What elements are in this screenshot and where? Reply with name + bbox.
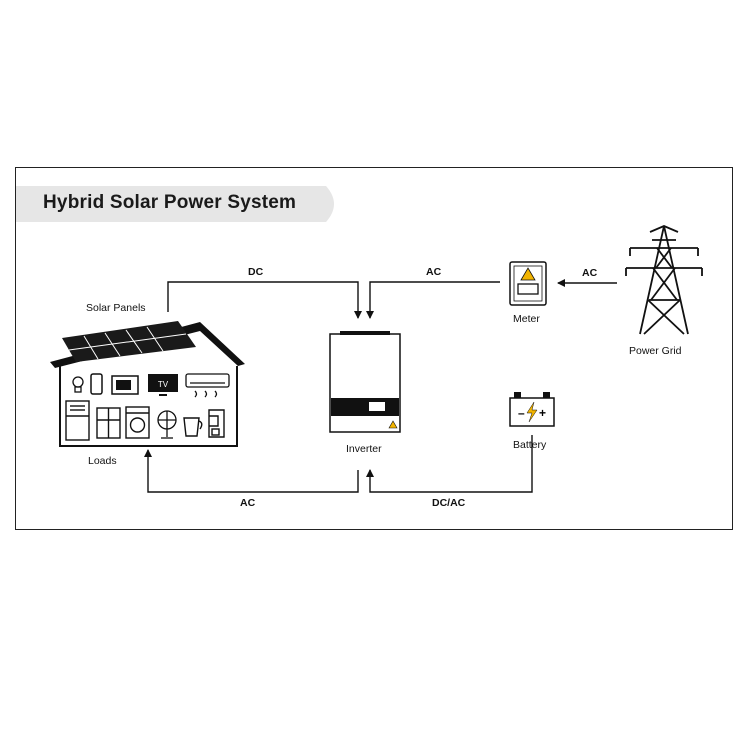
dc-line-solar-to-inverter	[167, 281, 362, 319]
flow-label-dc: DC	[248, 266, 264, 278]
meter-icon	[509, 261, 547, 306]
inverter-icon	[329, 331, 401, 433]
solar-panel-icon	[62, 321, 196, 362]
ac-line-meter-to-inverter	[366, 281, 500, 319]
inverter-label: Inverter	[346, 443, 382, 455]
solar-panels-label: Solar Panels	[86, 302, 146, 314]
power-tower-icon	[625, 225, 703, 335]
diagram-frame	[15, 167, 733, 530]
bulb-icon	[72, 376, 84, 393]
flow-label-ac-loads: AC	[240, 497, 256, 509]
title-banner	[16, 186, 334, 222]
dcac-line-battery-to-inverter	[366, 435, 533, 493]
ac-line-inverter-to-loads	[144, 449, 359, 493]
power-grid-label: Power Grid	[629, 345, 682, 357]
flow-label-ac-meter: AC	[426, 266, 442, 278]
fridge-icon	[65, 400, 90, 441]
flow-label-dcac: DC/AC	[432, 497, 466, 509]
tv-icon: TV	[148, 374, 178, 396]
battery-icon: – +	[509, 392, 555, 427]
air-conditioner-icon	[185, 373, 230, 398]
house-icon: TV	[50, 321, 245, 447]
double-door-fridge-icon	[96, 407, 121, 439]
svg-text:TV: TV	[158, 380, 169, 389]
kettle-icon	[183, 417, 203, 437]
loads-label: Loads	[88, 455, 117, 467]
microwave-icon	[111, 375, 139, 395]
washing-machine-icon	[125, 406, 150, 439]
flow-label-ac-grid: AC	[582, 267, 598, 279]
battery-label: Battery	[513, 439, 547, 451]
fan-icon	[157, 410, 177, 439]
svg-text:+: +	[539, 406, 546, 420]
phone-icon	[90, 373, 103, 395]
coffee-maker-icon	[208, 409, 225, 438]
svg-text:–: –	[518, 406, 525, 420]
meter-label: Meter	[513, 313, 540, 325]
page-title: Hybrid Solar Power System	[43, 192, 297, 213]
